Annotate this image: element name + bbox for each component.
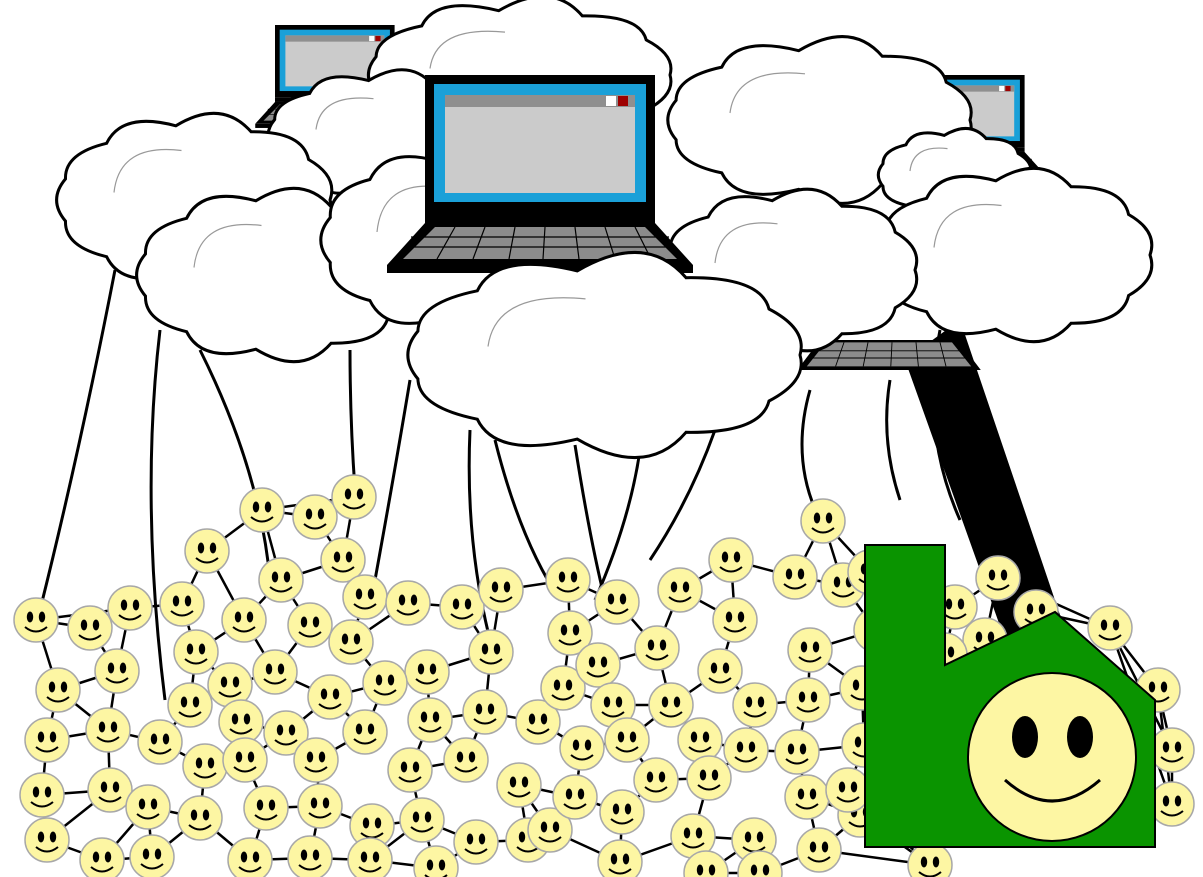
- smiley-face-node: [444, 738, 488, 782]
- smiley-face-node: [405, 650, 449, 694]
- smiley-face-node: [343, 575, 387, 619]
- smiley-face-node: [634, 758, 678, 802]
- smiley-face-node: [293, 495, 337, 539]
- smiley-face-node: [698, 649, 742, 693]
- smiley-face-node: [598, 840, 642, 877]
- smiley-face-node: [138, 720, 182, 764]
- smiley-face-node: [454, 820, 498, 864]
- smiley-face-node: [788, 628, 832, 672]
- smiley-face-node: [178, 796, 222, 840]
- smiley-face-node: [259, 558, 303, 602]
- smiley-face-node: [1150, 728, 1194, 772]
- smiley-face-node: [294, 738, 338, 782]
- smiley-face-node: [649, 683, 693, 727]
- smiley-face-node: [86, 708, 130, 752]
- smiley-face-node: [228, 838, 272, 877]
- smiley-face-node: [724, 728, 768, 772]
- smiley-face-node: [223, 738, 267, 782]
- smiley-face-node: [801, 499, 845, 543]
- laptop-center: [387, 75, 693, 273]
- smiley-face-node: [219, 700, 263, 744]
- smiley-face-node: [185, 529, 229, 573]
- smiley-face-node: [174, 630, 218, 674]
- smiley-face-node: [400, 798, 444, 842]
- smiley-face-node: [414, 846, 458, 877]
- smiley-face-node: [408, 698, 452, 742]
- smiley-face-node: [25, 818, 69, 862]
- smiley-face-node: [785, 775, 829, 819]
- smiley-face-node: [386, 581, 430, 625]
- smiley-face-node: [168, 683, 212, 727]
- smiley-face-node: [546, 558, 590, 602]
- smiley-face-node: [553, 775, 597, 819]
- smiley-face-node: [479, 568, 523, 612]
- smiley-face-node: [908, 843, 952, 877]
- smiley-face-node: [126, 785, 170, 829]
- smiley-face-node: [797, 828, 841, 872]
- smiley-face-node: [687, 756, 731, 800]
- smiley-face-node: [160, 582, 204, 626]
- smiley-face-node: [440, 585, 484, 629]
- smiley-face-node: [560, 726, 604, 770]
- smiley-face-node: [678, 718, 722, 762]
- smiley-face-node: [308, 675, 352, 719]
- smiley-face-node: [329, 620, 373, 664]
- smiley-face-node: [36, 668, 80, 712]
- smiley-face-node: [288, 603, 332, 647]
- smiley-face-node: [298, 784, 342, 828]
- smiley-face-node: [773, 555, 817, 599]
- smiley-face-node: [253, 650, 297, 694]
- smiley-face-node: [244, 786, 288, 830]
- smiley-face-node: [786, 678, 830, 722]
- smiley-face-node: [222, 598, 266, 642]
- smiley-face-node: [1088, 606, 1132, 650]
- smiley-face-node: [605, 718, 649, 762]
- smiley-face-node: [826, 768, 870, 812]
- smiley-face-node: [775, 730, 819, 774]
- smiley-face-node: [68, 606, 112, 650]
- smiley-face-node: [497, 763, 541, 807]
- smiley-face-node: [288, 836, 332, 877]
- smiley-face-node: [463, 690, 507, 734]
- smiley-face-node: [332, 475, 376, 519]
- smiley-face-node: [343, 710, 387, 754]
- smiley-face-node: [600, 790, 644, 834]
- smiley-face-node: [469, 630, 513, 674]
- smiley-face-node: [388, 748, 432, 792]
- smiley-face-node: [20, 773, 64, 817]
- smiley-face-node: [576, 643, 620, 687]
- smiley-face-node: [25, 718, 69, 762]
- logo-smiley-face: [968, 673, 1136, 841]
- smiley-face-node: [709, 538, 753, 582]
- smiley-face-node: [95, 649, 139, 693]
- smiley-face-node: [240, 488, 284, 532]
- smiley-face-node: [635, 626, 679, 670]
- smiley-face-node: [976, 556, 1020, 600]
- smiley-face-node: [595, 580, 639, 624]
- smiley-face-node: [658, 568, 702, 612]
- smiley-face-node: [130, 835, 174, 877]
- smiley-face-node: [14, 598, 58, 642]
- smiley-face-node: [713, 598, 757, 642]
- smiley-face-node: [348, 838, 392, 877]
- smiley-face-node: [1150, 782, 1194, 826]
- smiley-face-node: [733, 683, 777, 727]
- smiley-face-node: [108, 586, 152, 630]
- smiley-face-node: [183, 744, 227, 788]
- smiley-face-node: [363, 661, 407, 705]
- smiley-face-node: [80, 838, 124, 877]
